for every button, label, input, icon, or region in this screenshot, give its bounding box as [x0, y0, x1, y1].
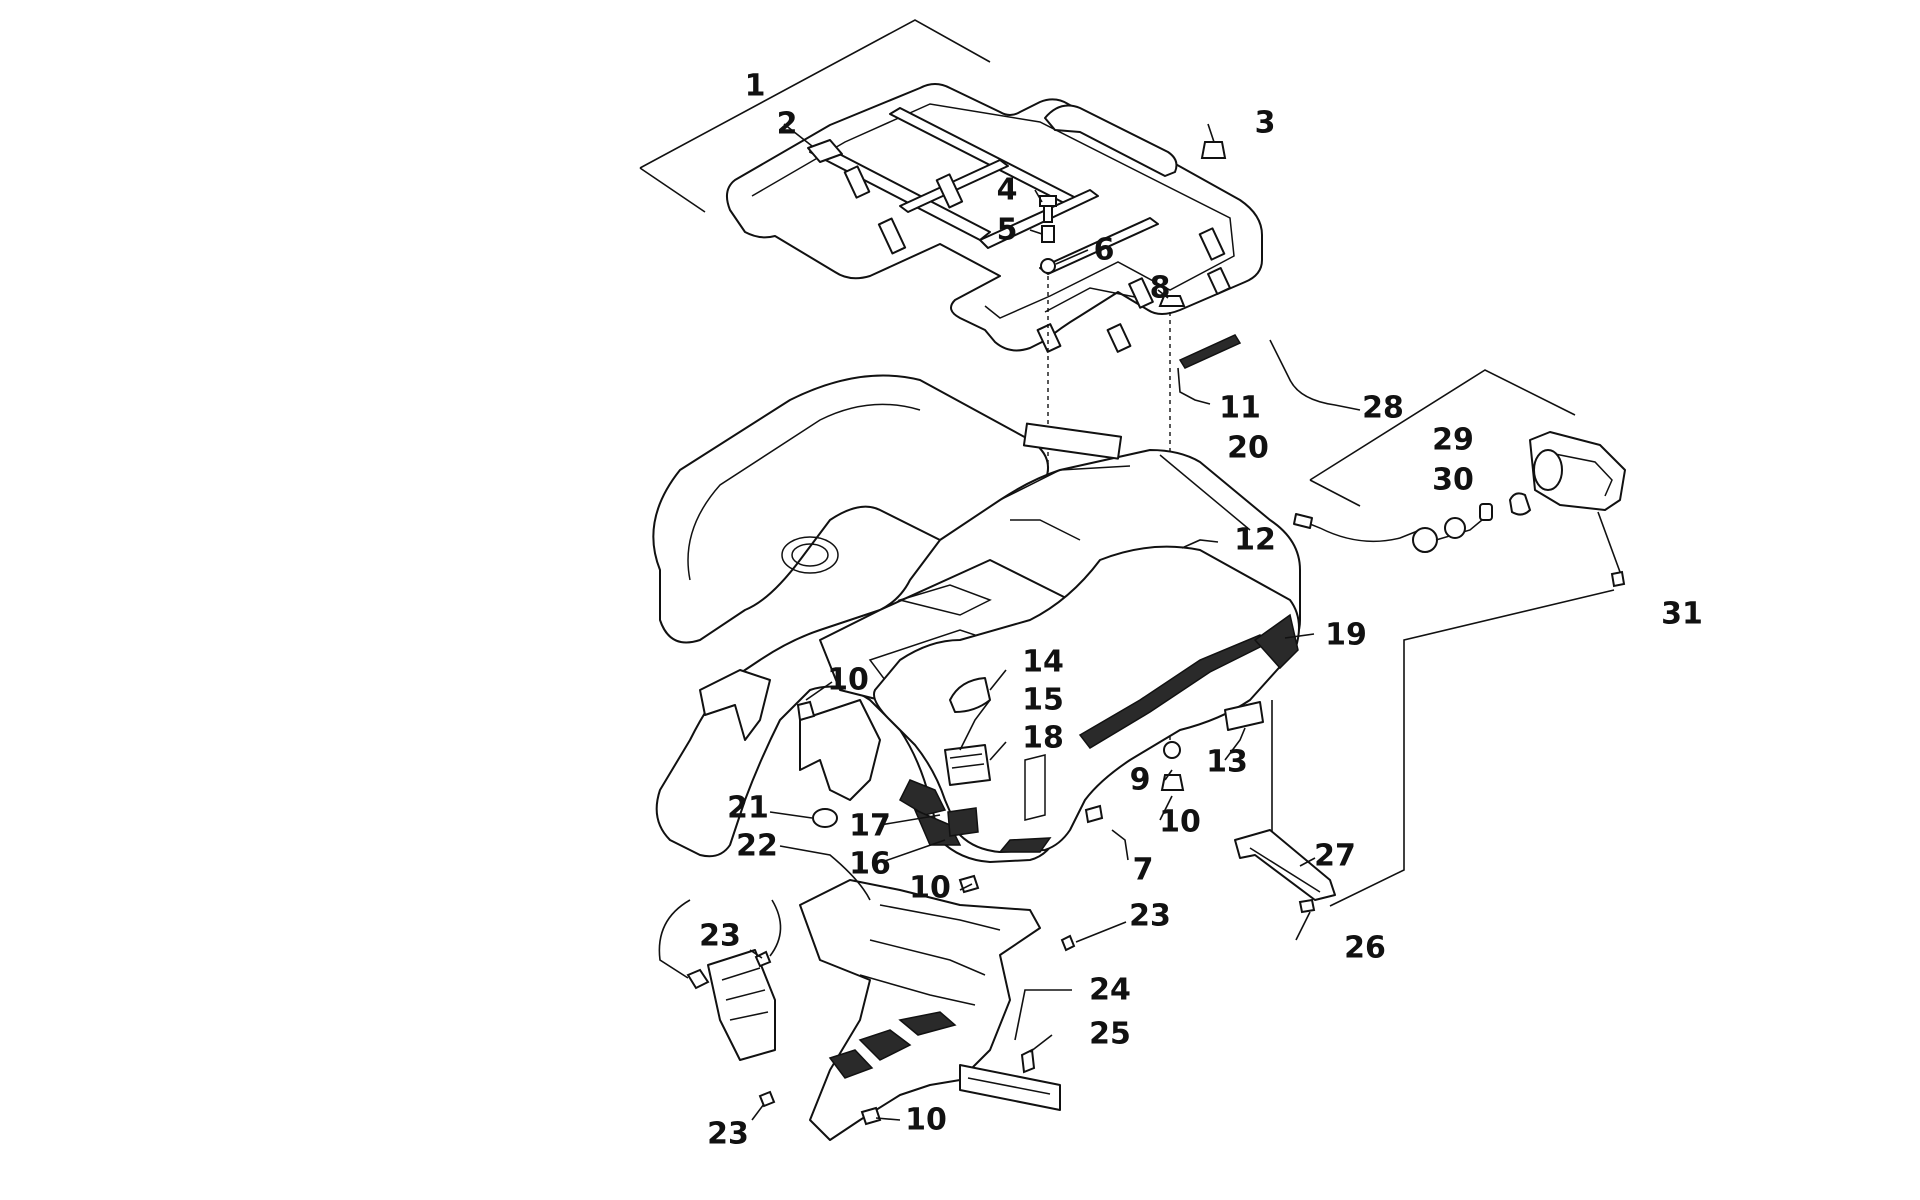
- callout-21: 21: [727, 791, 769, 826]
- callout-24: 24: [1089, 973, 1131, 1008]
- callout-12: 12: [1234, 523, 1276, 558]
- callout-10-b: 10: [1159, 805, 1201, 840]
- callout-18: 18: [1022, 721, 1064, 756]
- callout-6: 6: [1094, 233, 1115, 268]
- callout-20: 20: [1227, 431, 1269, 466]
- callout-8: 8: [1150, 271, 1171, 306]
- callout-9: 9: [1130, 763, 1151, 798]
- part-8-nut: [1158, 295, 1186, 307]
- callout-2: 2: [777, 107, 798, 142]
- part-3-clip: [1200, 141, 1227, 159]
- callout-26: 26: [1344, 931, 1386, 966]
- callout-3: 3: [1255, 106, 1276, 141]
- part-4-bolt-head: [1039, 195, 1057, 207]
- callout-10-d: 10: [905, 1103, 947, 1138]
- callout-27: 27: [1314, 839, 1356, 874]
- callout-5: 5: [997, 213, 1018, 248]
- callout-22: 22: [736, 829, 778, 864]
- callout-11: 11: [1219, 391, 1261, 426]
- callout-19: 19: [1325, 618, 1367, 653]
- callout-labels: 1 2 3 4 5 6 8 11 20 28 29 30 12 19 31 14…: [699, 69, 1703, 1152]
- callout-7: 7: [1133, 853, 1154, 888]
- callout-25: 25: [1089, 1017, 1131, 1052]
- callout-13: 13: [1206, 745, 1248, 780]
- callout-23-a: 23: [1129, 899, 1171, 934]
- callout-23-b: 23: [699, 919, 741, 954]
- leader-lines: [658, 123, 1361, 1121]
- rear-rack: [639, 19, 1263, 369]
- callout-31: 31: [1661, 597, 1703, 632]
- part-5-spacer: [1041, 225, 1055, 243]
- callout-1: 1: [745, 69, 766, 104]
- callout-28: 28: [1362, 391, 1404, 426]
- rear-fender: [652, 374, 1301, 863]
- callout-4: 4: [997, 173, 1018, 208]
- callout-10-a: 10: [827, 663, 869, 698]
- callout-23-c: 23: [707, 1117, 749, 1152]
- callout-15: 15: [1022, 683, 1064, 718]
- tail-light-assembly: [1234, 369, 1626, 914]
- callout-29: 29: [1432, 423, 1474, 458]
- callout-16: 16: [849, 847, 891, 882]
- callout-17: 17: [849, 809, 891, 844]
- part-6-washer: [1040, 258, 1056, 274]
- callout-30: 30: [1432, 463, 1474, 498]
- callout-10-c: 10: [909, 871, 951, 906]
- callout-14: 14: [1022, 645, 1064, 680]
